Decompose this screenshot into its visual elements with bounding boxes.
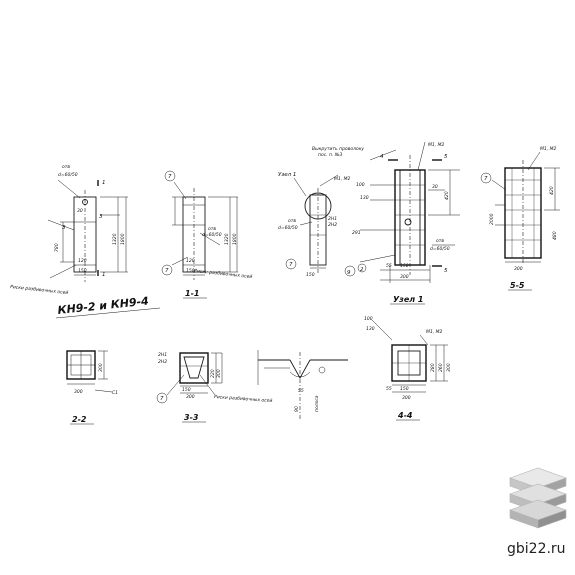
dim-300-f: 300: [216, 369, 222, 378]
mark-3-left: 3: [62, 225, 66, 231]
spacing-130: 130: [360, 195, 369, 201]
section-title-4-4: 4-4: [397, 411, 413, 420]
m1m2-label-c: М1, М2: [540, 146, 556, 152]
logo-icon: [509, 467, 567, 529]
callout-7-b: 7: [165, 268, 169, 274]
dim-300-b: 300: [514, 266, 523, 272]
otv-label-2: отв: [208, 227, 216, 232]
watermark-text: gbi22.ru: [507, 541, 566, 557]
dim-55-c: 55: [386, 386, 392, 392]
d-label-3: d=60/50: [278, 225, 298, 231]
riski-label-2: Риски разбивочных осей: [194, 268, 253, 280]
d-label: d=60/50: [58, 172, 78, 178]
dim-30: 30: [77, 208, 83, 214]
section-3-3: [156, 352, 223, 404]
mark-5-bottom: 5: [444, 268, 448, 274]
2n2-label-b: 2Н2: [158, 359, 167, 365]
dim-260: 260: [438, 363, 444, 372]
node-detail-small: [285, 174, 339, 275]
dim-30-b: 30: [432, 184, 438, 190]
dim-780: 780: [54, 243, 60, 252]
strip-label: полоса: [315, 395, 320, 412]
section-1-1: [161, 170, 238, 280]
dim-150-d: 150: [400, 263, 409, 269]
dim-1320: 1320: [112, 233, 118, 245]
poz3-label: пос. п. №3: [318, 152, 343, 158]
dim-1800-b: 1800: [232, 233, 238, 245]
section-2-2: [66, 350, 113, 393]
section-mark-1-bottom: 1: [102, 272, 106, 278]
dim-300-c: 300: [74, 389, 83, 395]
section-title-5-5: 5-5: [510, 281, 525, 290]
dim-120-b: 120: [186, 258, 195, 264]
dim-280: 280: [430, 363, 436, 372]
dim-300-e: 300: [186, 394, 195, 400]
m1m2-label: М1, М2: [334, 176, 350, 182]
mark-3-right: 3: [99, 214, 103, 220]
callout-9: 9: [347, 270, 351, 276]
dim-150-f: 150: [400, 386, 409, 392]
dim-420: 420: [444, 191, 450, 200]
m1m2-label-d: М1, М2: [426, 329, 442, 335]
callout-2: 2: [360, 267, 364, 273]
spacing-100-b: 100: [364, 316, 373, 322]
section-title-3-3: 3-3: [184, 413, 199, 422]
m1m2-label-b: М1, М2: [428, 142, 444, 148]
spacing-100: 100: [356, 182, 365, 188]
dim-291: 291: [352, 230, 361, 236]
dim-55: 55: [386, 263, 392, 269]
section-5-5: [480, 151, 560, 265]
dim-420-b: 420: [549, 186, 555, 195]
callout-7-a: 7: [168, 174, 172, 180]
mark-5-top: 5: [444, 154, 448, 160]
dim-150-b: 150: [186, 268, 195, 274]
riski-label: Риски разбивочных осей: [10, 284, 69, 296]
dim-120: 120: [78, 258, 87, 264]
c1-label: С1: [112, 390, 118, 396]
section-mark-1-top: 1: [102, 180, 106, 186]
otv-label-3: отв: [288, 219, 296, 224]
dim-1320-b: 1320: [224, 233, 230, 245]
dim-2000: 2000: [489, 213, 495, 225]
section-title-1-1: 1-1: [185, 289, 199, 298]
callout-7-d: 7: [484, 176, 488, 182]
dim-300: 300: [400, 274, 409, 280]
d-label-2: d=60/50: [202, 232, 222, 238]
dim-300-d: 300: [98, 363, 104, 372]
node-title: Узел 1: [393, 295, 423, 304]
mark-4: 4: [380, 154, 384, 160]
dim-480: 480: [552, 231, 558, 240]
column-elevation: [47, 179, 128, 282]
callout-7-e: 7: [160, 396, 164, 402]
riski-label-3: Риски разбивочных осей: [214, 394, 273, 404]
node-1-detail: [344, 141, 460, 283]
dim-220: 220: [210, 369, 216, 378]
dim-90: 90: [294, 406, 300, 412]
d-label-4: d=60/50: [430, 246, 450, 252]
otv-label-4: отв: [436, 239, 444, 244]
otv-label: отв: [62, 165, 70, 170]
node-label: Узел 1: [278, 172, 296, 178]
dim-55-b: 55: [298, 388, 304, 394]
spacing-130-b: 130: [366, 326, 375, 332]
2n1-label: 2Н1: [328, 216, 337, 222]
dim-150-e: 150: [182, 387, 191, 393]
vykrutit-label: Выкрутить проволоку: [312, 146, 364, 152]
dim-300-h: 300: [446, 363, 452, 372]
section-title-2-2: 2-2: [72, 415, 87, 424]
dim-300-g: 300: [402, 395, 411, 401]
strip-detail: [257, 350, 348, 420]
dim-150-c: 150: [306, 272, 315, 278]
section-4-4: [371, 319, 448, 393]
dim-1800: 1800: [120, 233, 126, 245]
dim-150: 150: [78, 268, 87, 274]
callout-7-c: 7: [289, 262, 293, 268]
2n2-label: 2Н2: [328, 222, 337, 228]
2n1-label-b: 2Н1: [158, 352, 167, 358]
